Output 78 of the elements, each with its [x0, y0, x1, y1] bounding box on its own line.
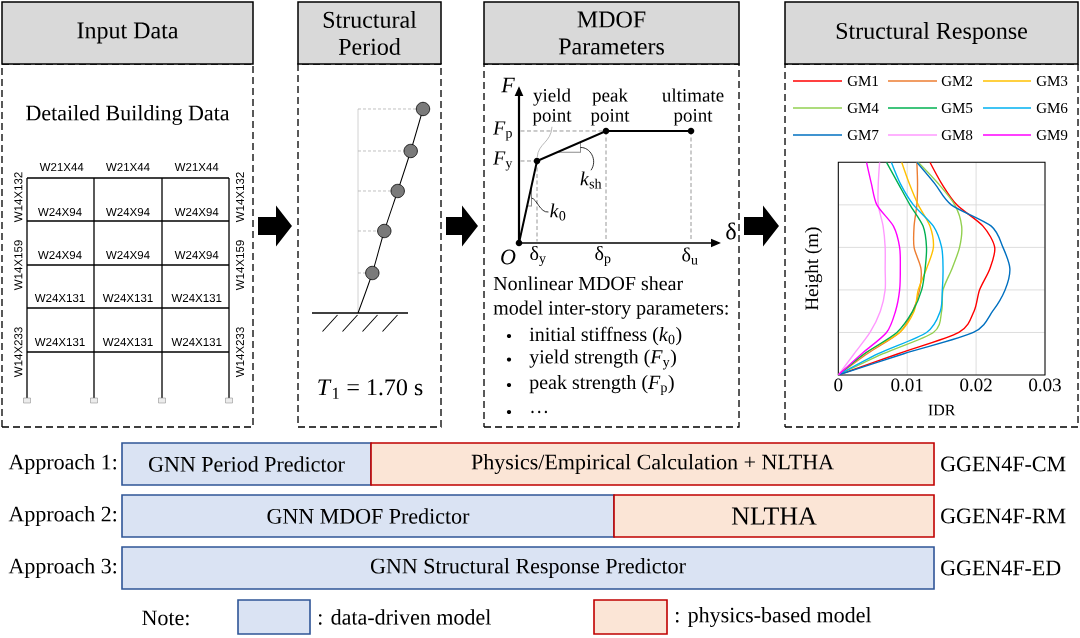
member-label: W24X94 [174, 250, 219, 260]
member-label: W24X131 [34, 293, 85, 303]
list-item: … [531, 410, 548, 414]
axis-label: F [501, 77, 515, 93]
row-label: GGEN4F-CM [941, 456, 1066, 472]
member-label: W24X131 [171, 337, 222, 347]
legend-label: GM2 [941, 75, 973, 87]
member-label: W14X132 [235, 172, 245, 223]
x-tick-label: 0.03 [1029, 378, 1061, 392]
leader-line [531, 197, 549, 213]
point-label: yield point [532, 88, 572, 126]
symbol-label: F$_{p}$ [492, 121, 512, 141]
member-label: W24X94 [38, 250, 82, 260]
list-item: yield strength (F$_{y}$) [529, 349, 676, 370]
leader-line [536, 126, 553, 158]
row-label: Approach 3: [8, 558, 116, 578]
leader-line [580, 147, 595, 171]
model-box: GNN Period Predictor [121, 442, 372, 486]
member-label: W21X44 [39, 163, 84, 171]
x-axis-title: IDR [928, 404, 956, 416]
note-label: Note: [142, 610, 189, 626]
member-label: W24X94 [106, 207, 150, 217]
legend-label: : data-driven model [318, 609, 491, 625]
member-label: W24X131 [102, 337, 153, 347]
member-label: W21X44 [106, 163, 150, 171]
row-label: Approach 1: [8, 454, 116, 474]
legend-label: GM1 [847, 75, 878, 87]
model-box: GNN MDOF Predictor [121, 494, 615, 538]
axis-label: δ [726, 222, 736, 240]
stiffness-label: k$_{0}$ [550, 203, 566, 221]
row-label: GGEN4F-RM [941, 508, 1066, 524]
header-box: Input Data [1, 1, 254, 65]
member-label: W24X131 [34, 337, 85, 347]
model-box: Physics/Empirical Calculation + NLTHA [370, 442, 935, 486]
member-label: W24X131 [102, 293, 153, 303]
member-label: W24X131 [171, 293, 222, 303]
legend-label: GM9 [1036, 129, 1068, 141]
list-item: peak strength (F$_{p}$) [529, 375, 674, 395]
legend-label: GM7 [847, 129, 879, 141]
member-label: W14X233 [235, 327, 245, 378]
symbol-label: δ$_{y}$ [530, 245, 546, 267]
member-label: W14X132 [14, 172, 23, 223]
period-text: T$_{1}$ = 1.70 s [318, 379, 423, 399]
point-marker [533, 157, 541, 165]
symbol-label: δ$_{p}$ [595, 245, 611, 267]
header-box: Structural Response [784, 1, 1079, 65]
member-label: W24X94 [174, 207, 219, 217]
x-tick-label: 0 [834, 378, 843, 392]
x-tick-label: 0.02 [960, 378, 992, 392]
point-label: peak point [590, 88, 630, 126]
model-box: GNN Structural Response Predictor [121, 546, 935, 590]
point-label: ultimate point [662, 88, 724, 126]
legend-label: GM5 [941, 102, 973, 114]
row-label: Approach 2: [8, 506, 116, 526]
member-label: W21X44 [174, 163, 219, 171]
legend-label: : physics-based model [675, 607, 872, 627]
subtitle-text: Detailed Building Data [26, 105, 230, 125]
stiffness-label: k$_{sh}$ [580, 171, 602, 189]
symbol-label: F$_{y}$ [492, 151, 513, 171]
description-text: Nonlinear MDOF shear model inter-story parameters: [493, 276, 728, 319]
list-item: initial stiffness (k$_{0}$) [529, 326, 682, 346]
header-box: Structural Period [297, 1, 442, 65]
member-label: W24X94 [106, 250, 150, 260]
member-label: W14X159 [14, 240, 23, 291]
member-label: W14X233 [14, 327, 23, 378]
legend-label: GM3 [1036, 75, 1068, 87]
member-label: W14X159 [235, 240, 245, 291]
row-label: GGEN4F-ED [941, 560, 1061, 576]
x-tick-label: 0.01 [891, 378, 923, 392]
axis-label: O [501, 249, 516, 265]
legend-label: GM4 [847, 102, 879, 114]
symbol-label: δ$_{u}$ [682, 247, 698, 265]
model-box: NLTHA [613, 494, 935, 538]
header-box: MDOF Parameters [483, 1, 740, 65]
member-label: W24X94 [38, 207, 82, 217]
legend-label: GM6 [1036, 102, 1068, 114]
y-axis-title: Height (m) [804, 227, 823, 311]
legend-label: GM8 [941, 129, 973, 141]
